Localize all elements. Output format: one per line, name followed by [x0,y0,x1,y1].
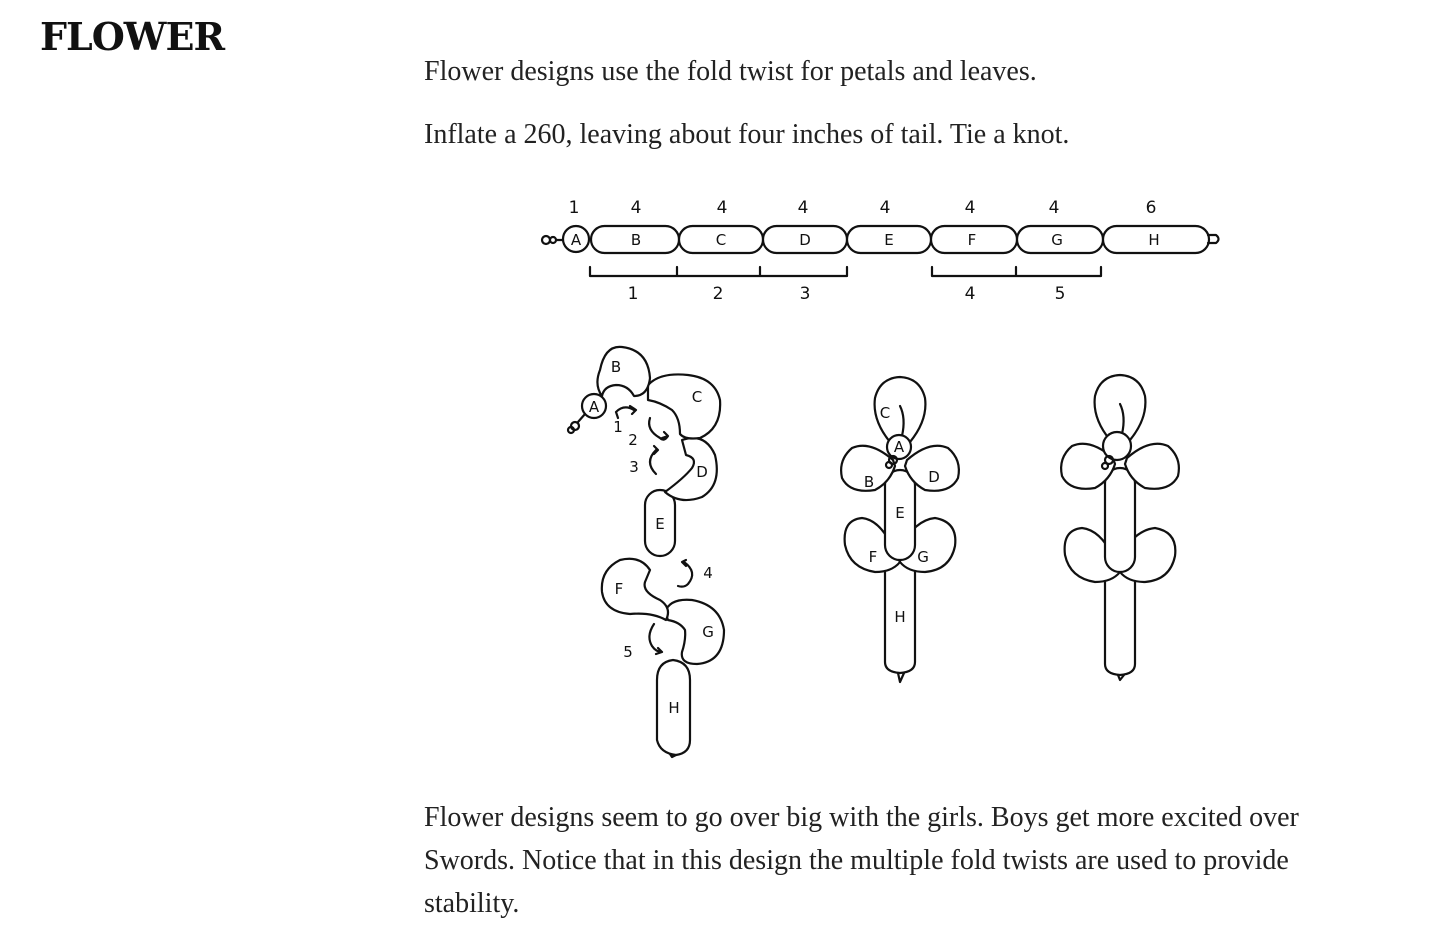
step2-label-f: F [869,548,878,566]
step1-twist-4: 4 [703,564,713,582]
twist-1: 1 [628,284,639,304]
step1-label-g: G [702,623,714,641]
step2-bubble-a [887,435,911,459]
step2-label-a: A [894,438,905,456]
twist-bracket-right [932,267,1101,276]
step1-label-b: B [611,358,621,376]
step1-label-d: D [696,463,708,481]
step2-bubble-c [875,377,926,442]
step1-label-c: C [692,388,702,406]
step2-label-h: H [894,608,905,626]
twist-arrow-2 [649,418,668,440]
bubble-a [563,226,589,252]
closing-paragraph: Flower designs seem to go over big with … [424,802,1299,919]
twist-arrow-4 [678,560,692,587]
length-g: 4 [1049,198,1060,218]
chain-label-e: E [884,231,893,249]
chain-label-b: B [631,231,641,249]
twist-arrow-5 [649,624,662,654]
step1-bubble-e [645,490,675,556]
twist-bracket-left [590,267,847,276]
knot-icon [542,236,563,244]
step1-label-a: A [589,398,600,416]
step1-bubble-f [602,559,668,620]
length-b: 4 [631,198,642,218]
chain-label-c: C [716,231,726,249]
chain-label-a: A [571,231,582,249]
step1-twist-1: 1 [613,418,623,436]
step2-bubble-d [905,446,959,491]
step2-label-g: G [917,548,929,566]
step1-twist-2: 2 [628,431,638,449]
chain-label-g: G [1051,231,1063,249]
step1-twist-3: 3 [629,458,639,476]
step1-bubble-c [648,374,720,438]
step2-label-c: C [880,404,890,422]
twist-3: 3 [800,284,811,304]
step2-label-b: B [864,473,874,491]
twist-4: 4 [965,284,976,304]
step2-label-d: D [928,468,940,486]
instruction-paragraph: Inflate a 260, leaving about four inches… [424,119,1070,150]
step1-bubble-h [657,660,690,755]
step-three-figure [1061,375,1179,680]
step-two-figure: C A B D E F G H [841,377,959,682]
step1-label-e: E [655,515,664,533]
step1-label-h: H [668,699,679,717]
chain-label-d: D [799,231,811,249]
length-c: 4 [717,198,728,218]
step1-bubble-g [665,600,724,664]
length-a: 1 [569,198,580,218]
step-one-figure: B A C D E F G H 1 2 3 4 5 [568,347,724,757]
step1-bubble-a [582,394,606,418]
step1-label-f: F [615,580,624,598]
twist-2: 2 [713,284,724,304]
step2-bubble-h [885,560,915,673]
twist-5: 5 [1055,284,1066,304]
balloon-chain: A B C D E F G H 1 4 4 4 4 4 4 6 1 2 3 4 … [542,198,1219,304]
step2-label-e: E [895,504,904,522]
chain-label-f: F [968,231,977,249]
twist-arrow-1 [616,406,636,418]
balloon-tail [1208,235,1219,243]
chain-label-h: H [1148,231,1159,249]
length-d: 4 [798,198,809,218]
step2-bubble-e [885,470,915,560]
bubble-h [1103,226,1209,253]
step2-bubble-f [845,518,900,572]
twist-arrow-3 [650,446,658,474]
step1-bubble-b [597,347,650,396]
length-h: 6 [1146,198,1157,218]
step1-bubble-d [665,438,717,500]
length-f: 4 [965,198,976,218]
step1-twist-5: 5 [623,643,633,661]
intro-paragraph: Flower designs use the fold twist for pe… [424,56,1037,87]
step2-bubble-b [841,446,895,491]
page-title: FLOWER [40,14,225,59]
length-e: 4 [880,198,891,218]
